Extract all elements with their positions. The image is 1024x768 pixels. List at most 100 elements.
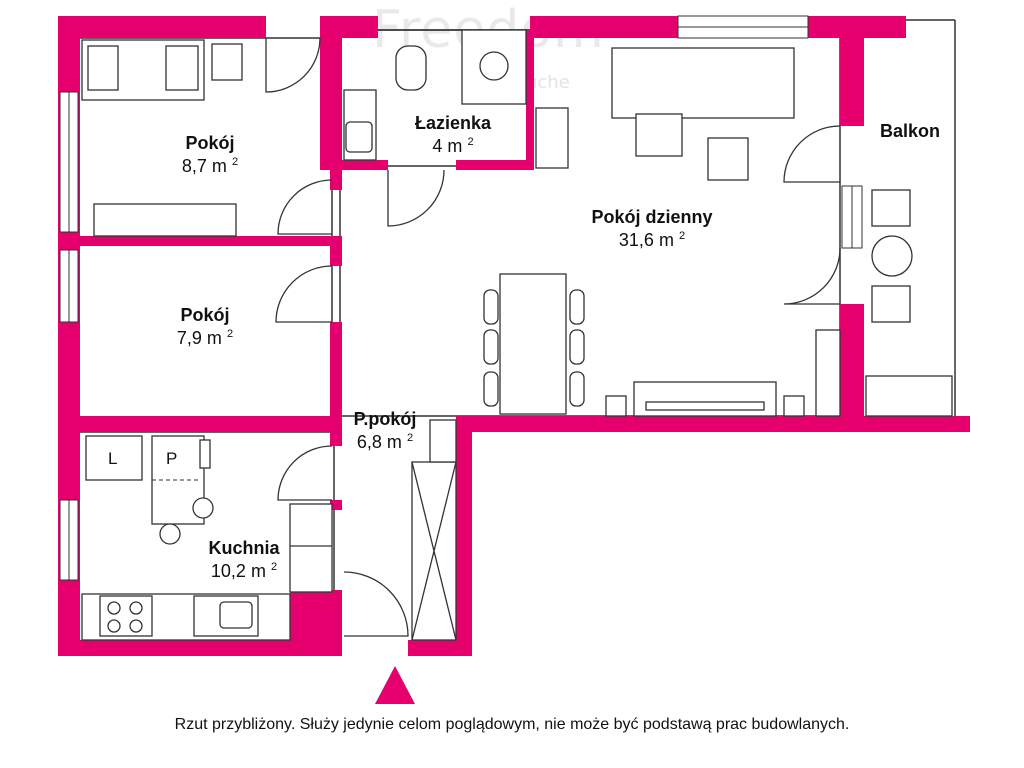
door-bedroom1 (277, 179, 333, 235)
sofa (611, 47, 795, 119)
room-label-bathroom: Łazienka 4 m 2 (393, 112, 513, 159)
wall-right-upper (840, 16, 864, 126)
fridge (85, 435, 143, 481)
wall-top-left (58, 16, 266, 38)
wall-top-right (530, 16, 678, 38)
arrow-up-icon (375, 666, 415, 704)
oven-label: P (166, 449, 178, 468)
dining-chair-3 (483, 371, 499, 407)
desk-bedroom1 (93, 203, 237, 237)
wall-kitchen-right-mid (330, 500, 342, 510)
room-area: 6,8 m 2 (356, 432, 414, 453)
wall-bathroom-right (526, 30, 534, 170)
living-furniture (483, 47, 841, 417)
sofa-chaise (635, 113, 683, 157)
hall-closet (411, 419, 457, 641)
dining-table (499, 273, 567, 415)
pillow (87, 45, 119, 91)
door-bedroom1-top (265, 37, 321, 93)
fridge-label: L (108, 449, 118, 468)
oven-handle (199, 439, 211, 469)
kitchen-stool-2 (192, 497, 214, 519)
dining-chair-4 (569, 289, 585, 325)
dining-chair-1 (483, 289, 499, 325)
wall-bathroom-bottom-left (320, 160, 388, 170)
watermark-sub: uche (526, 72, 570, 93)
door-balcony-lower (783, 247, 841, 305)
burner-4 (129, 619, 143, 633)
shower (461, 29, 527, 105)
wall-bedroom1-bottom (80, 236, 342, 246)
shower-drain (479, 51, 509, 81)
room-area: 31,6 m 2 (618, 230, 686, 251)
doors (265, 37, 841, 637)
door-balcony-upper (783, 125, 841, 183)
speaker-right (783, 395, 805, 417)
burner-3 (107, 619, 121, 633)
room-label-hall: P.pokój 6,8 m 2 (325, 408, 445, 455)
bathroom-fixtures (343, 29, 569, 169)
sink (345, 121, 373, 153)
room-label-kitchen: Kuchnia 10,2 m 2 (184, 537, 304, 584)
wall-right-lower (840, 304, 864, 418)
dining-chair-5 (569, 329, 585, 365)
room-name: Łazienka (414, 113, 492, 133)
balcony-chair-2 (871, 285, 911, 323)
door-bathroom (387, 169, 445, 227)
room-name: Pokój dzienny (591, 207, 713, 227)
window-lines (68, 26, 853, 580)
wall-bedroom2-right-top (330, 236, 342, 266)
speaker-left (605, 395, 627, 417)
closet-top (429, 419, 457, 463)
cooktop (99, 595, 153, 637)
wall-hall-right (456, 416, 472, 656)
wall-kitchen-right-top (330, 432, 342, 446)
cabinet-living (815, 329, 841, 417)
burner-2 (129, 601, 143, 615)
balcony-table (871, 235, 913, 277)
room-name: Kuchnia (208, 538, 280, 558)
room-area: 8,7 m 2 (181, 156, 239, 177)
door-bedroom2 (275, 265, 333, 323)
wall-bedroom1-right-stub (330, 170, 342, 190)
room-label-bedroom-1: Pokój 8,7 m 2 (150, 132, 270, 179)
wall-bottom-left (58, 640, 342, 656)
kitchen-cabinet-right (289, 503, 333, 593)
room-area: 4 m 2 (432, 136, 474, 157)
wall-bathroom-left (320, 16, 342, 166)
room-label-bedroom-2: Pokój 7,9 m 2 (145, 304, 265, 351)
room-label-balcony: Balkon (862, 120, 958, 143)
room-name: P.pokój (353, 409, 417, 429)
coffee-table (707, 137, 749, 181)
disclaimer-caption: Rzut przybliżony. Służy jedynie celom po… (174, 716, 850, 733)
tv (645, 401, 765, 411)
wall-bathroom-bottom-right (456, 160, 530, 170)
door-kitchen (277, 445, 333, 501)
room-name: Balkon (879, 121, 940, 141)
room-area: 10,2 m 2 (210, 561, 278, 582)
toilet (395, 45, 427, 91)
balcony-furniture (865, 189, 953, 417)
tv-stand (633, 381, 777, 417)
balcony-chair-1 (871, 189, 911, 227)
door-entrance (343, 571, 409, 637)
burner-1 (107, 601, 121, 615)
chair-bedroom1 (211, 43, 243, 81)
washer (535, 107, 569, 169)
room-name: Pokój (185, 133, 235, 153)
wall-living-bottom (456, 416, 970, 432)
wall-kitchen-corner (290, 590, 342, 642)
wall-bedroom2-bottom (80, 416, 342, 432)
room-area: 7,9 m 2 (176, 328, 234, 349)
room-label-living: Pokój dzienny 31,6 m 2 (572, 206, 732, 253)
bed-cover (165, 45, 199, 91)
kitchen-sink-bowl (219, 601, 253, 629)
balcony-box (865, 375, 953, 417)
bedroom1-furniture (81, 39, 243, 237)
wall-bedroom2-right-lower (330, 322, 342, 432)
dining-chair-2 (483, 329, 499, 365)
room-name: Pokój (180, 305, 230, 325)
dining-chair-6 (569, 371, 585, 407)
kitchen-stool-1 (159, 523, 181, 545)
